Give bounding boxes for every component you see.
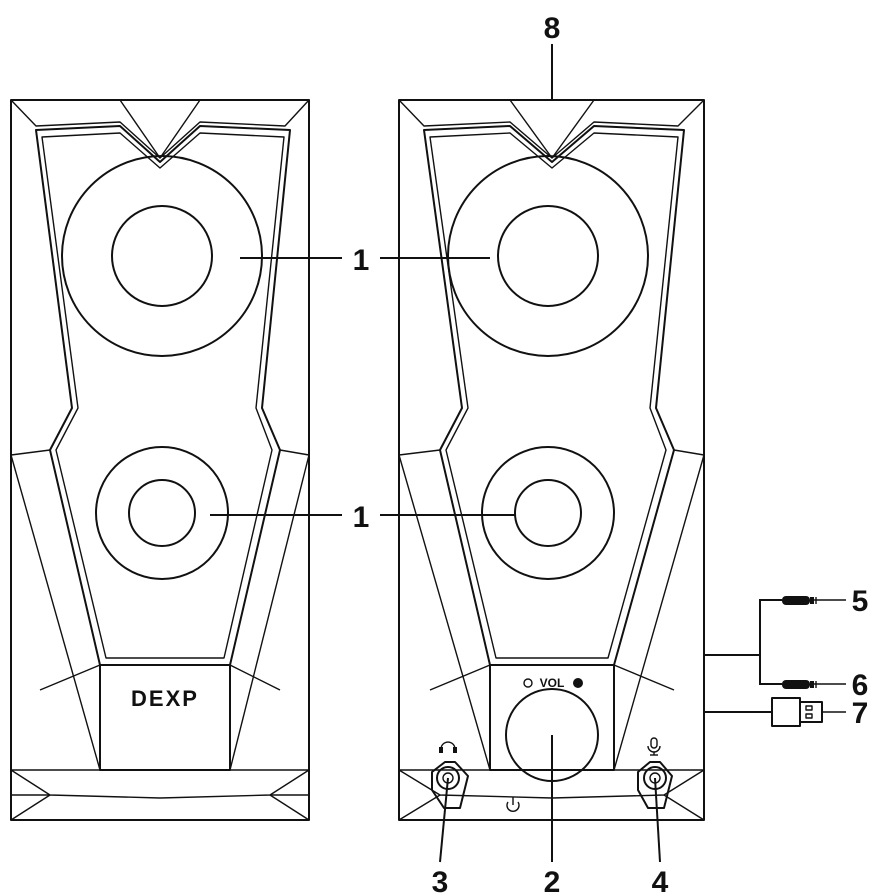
right-speaker: VOL — [398, 99, 705, 821]
right-top-facets — [398, 99, 705, 159]
left-speaker: DEXP — [10, 99, 310, 821]
headphone-jack[interactable] — [431, 761, 469, 809]
left-woofer-cone — [111, 205, 213, 307]
left-woofer-outer — [61, 155, 263, 357]
right-tweeter-outer — [481, 446, 615, 580]
headphone-icon — [439, 741, 457, 753]
left-tweeter-cone — [128, 479, 196, 547]
callout-1-woofer: 1 — [353, 244, 370, 277]
callout-4-microphone: 4 — [652, 866, 669, 896]
callout-6-audio-in: 6 — [852, 669, 869, 702]
power-icon — [506, 797, 520, 812]
audio-cables — [704, 596, 846, 689]
left-top-facets — [10, 99, 310, 159]
volume-min-marker — [523, 678, 533, 688]
callout-1-tweeter: 1 — [353, 501, 370, 534]
left-tweeter-outer — [95, 446, 229, 580]
callout-7-usb: 7 — [852, 697, 869, 730]
left-speaker-outline — [10, 99, 310, 821]
volume-max-marker — [573, 678, 583, 688]
brand-logo: DEXP — [131, 686, 199, 711]
right-speaker-outline — [398, 99, 705, 821]
right-side-facets — [398, 407, 705, 771]
left-logo-panel — [99, 664, 231, 771]
left-side-facets — [10, 407, 310, 771]
usb-plug-icon — [771, 697, 846, 727]
callout-labels: 1 1 2 3 4 5 6 7 8 — [353, 12, 869, 896]
callout-leaders — [210, 44, 661, 863]
audio-jack-plug-icon — [782, 596, 846, 605]
microphone-icon — [647, 737, 661, 756]
callout-3-headphone: 3 — [432, 866, 449, 896]
usb-cable — [704, 697, 846, 727]
callout-2-volume: 2 — [544, 866, 561, 896]
callout-8-top: 8 — [544, 12, 561, 45]
left-bottom-facets — [10, 769, 310, 821]
callout-5-audio-out: 5 — [852, 585, 869, 618]
audio-jack-plug-icon — [782, 680, 846, 689]
volume-indicator: VOL — [523, 676, 583, 690]
volume-label: VOL — [540, 676, 565, 690]
right-woofer-cone — [497, 205, 599, 307]
right-tweeter-cone — [514, 479, 582, 547]
right-woofer-outer — [447, 155, 649, 357]
